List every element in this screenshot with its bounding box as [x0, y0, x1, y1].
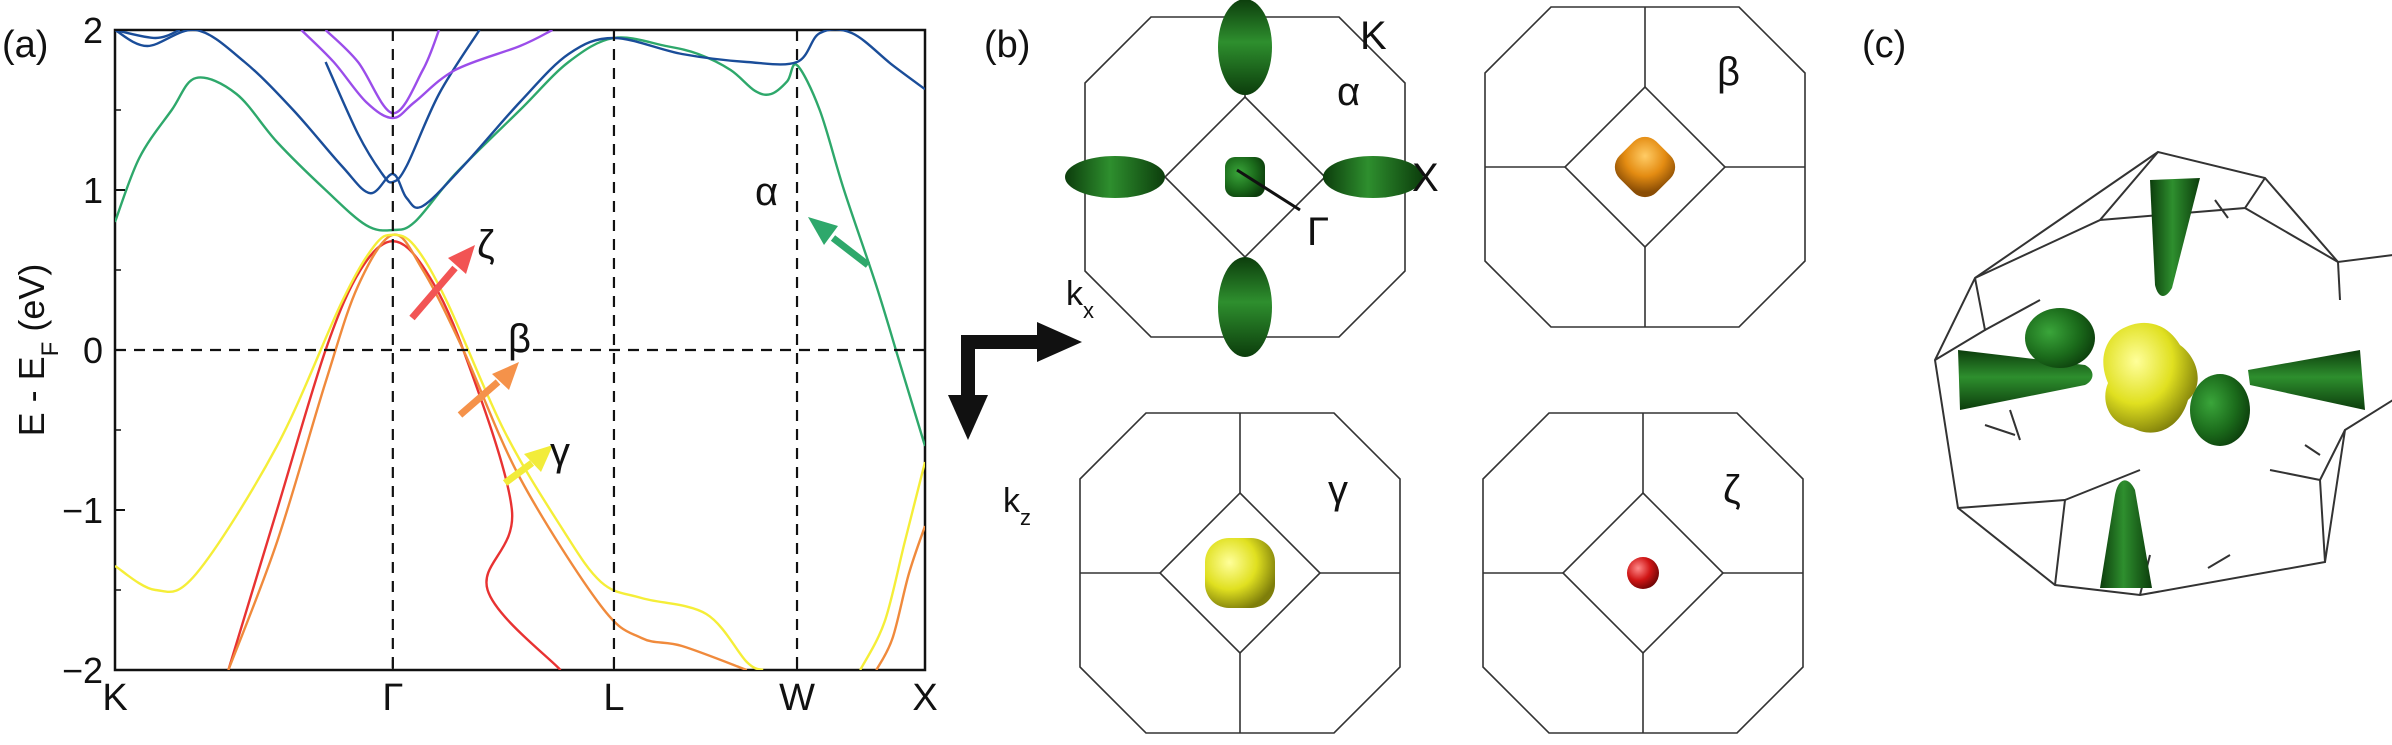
fermi-surface-panels: (b) kx kz α K X Γ β — [948, 0, 1806, 734]
green-pocket-center — [1225, 157, 1265, 197]
beta-arrow — [457, 379, 501, 418]
y-axis-label: E - EF (eV) — [11, 264, 64, 437]
k-point-label: K — [102, 677, 127, 719]
green-pocket-top — [1218, 0, 1272, 95]
band-line — [859, 461, 925, 670]
gamma-pointer — [1236, 168, 1301, 212]
zeta-arrow — [409, 265, 458, 321]
kz-label: kz — [1003, 482, 1031, 530]
green-pocket-bottom — [1218, 257, 1272, 357]
green-pocket-right — [1323, 156, 1423, 198]
y-tick-label: 2 — [83, 10, 103, 51]
bz-frame — [1484, 6, 1806, 328]
band-curves — [115, 30, 925, 670]
point-X: X — [1412, 156, 1439, 200]
band-line — [300, 30, 553, 120]
gamma-label: γ — [550, 430, 570, 474]
bz-3d-frame — [1933, 150, 2392, 597]
yellow-pocket — [1205, 538, 1275, 608]
k-direction-arrows: kx kz — [948, 275, 1094, 530]
bz-frame — [1482, 412, 1804, 734]
k-point-label: Γ — [382, 677, 403, 719]
band-line — [115, 30, 925, 209]
fermi-surface-3d-panel: (c) — [1862, 24, 2392, 597]
beta-label: β — [508, 317, 531, 361]
band-line — [227, 239, 562, 670]
pocket-3d-right — [2248, 350, 2365, 410]
fs-panel-gamma: γ — [1079, 412, 1401, 734]
alpha-arrow — [830, 235, 871, 268]
y-tick-label: 1 — [83, 170, 103, 211]
band-line — [875, 525, 925, 670]
zeta-arrowhead — [448, 245, 475, 274]
pocket-3d-top — [2150, 178, 2200, 296]
k-point-label: X — [912, 677, 937, 719]
pocket-3d-bottom — [2100, 480, 2152, 588]
k-point-label: L — [603, 677, 624, 719]
pocket-3d-center-yellow — [2103, 322, 2198, 433]
band-line — [227, 233, 748, 670]
green-pocket-left — [1065, 156, 1165, 198]
point-Gamma: Γ — [1307, 210, 1329, 254]
greek-beta: β — [1717, 50, 1740, 94]
band-line — [324, 30, 481, 184]
alpha-label: α — [755, 170, 778, 214]
y-axis-ticks: 2 1 0 −1 −2 — [62, 10, 125, 691]
band-line — [115, 30, 181, 40]
beta-arrowhead — [492, 362, 519, 390]
k-point-label: W — [779, 677, 815, 719]
band-line — [115, 36, 925, 447]
symmetry-guides — [115, 30, 925, 670]
y-tick-label: −1 — [62, 490, 103, 531]
zeta-label: ζ — [477, 223, 495, 267]
greek-gamma: γ — [1328, 468, 1348, 512]
band-annotations: ζ β γ α — [409, 170, 871, 486]
fs-panel-zeta: ζ — [1482, 412, 1804, 734]
gamma-arrowhead — [524, 445, 553, 472]
green-pockets-3d — [1958, 178, 2365, 588]
point-K: K — [1360, 14, 1387, 58]
kx-label: kx — [1066, 275, 1094, 323]
gamma-arrow — [502, 460, 535, 486]
band-structure-panel: (a) 2 1 0 −1 −2 K Γ L W X E - EF (eV) ζ β γ α — [2, 10, 938, 719]
bz-frame — [1079, 412, 1401, 734]
greek-zeta: ζ — [1723, 468, 1741, 512]
y-tick-label: −2 — [62, 650, 103, 691]
red-pocket — [1627, 557, 1659, 589]
orange-pocket — [1614, 136, 1676, 198]
panel-label-a: (a) — [2, 24, 48, 66]
y-tick-label: 0 — [83, 330, 103, 371]
pocket-3d-back-left — [2025, 308, 2095, 368]
band-line — [115, 233, 764, 670]
panel-label-b: (b) — [984, 24, 1030, 66]
fs-panel-beta: β — [1484, 6, 1806, 328]
fs-panel-alpha: α K X Γ — [1065, 0, 1439, 357]
pocket-3d-front-right — [2190, 374, 2250, 446]
panel-label-c: (c) — [1862, 24, 1906, 66]
greek-alpha: α — [1337, 70, 1360, 114]
alpha-arrowhead — [808, 217, 838, 245]
